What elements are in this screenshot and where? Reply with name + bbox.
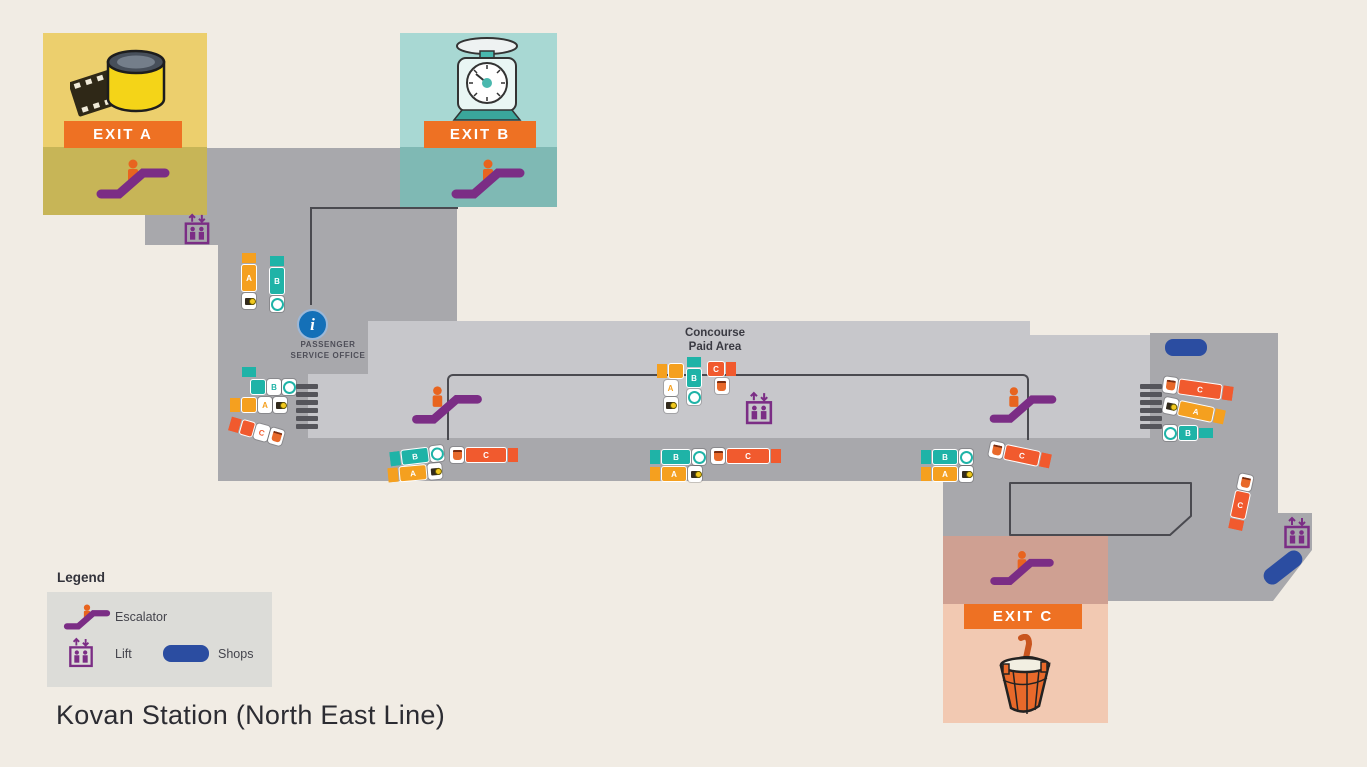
exit-b-escalator-icon — [451, 159, 525, 199]
film-chip-icon — [273, 397, 287, 413]
wayfind-exit-b-up: B — [269, 256, 285, 312]
scale-chip-icon — [270, 296, 284, 312]
arrowhead-up — [242, 367, 256, 377]
film-chip-icon — [688, 466, 702, 482]
film-roll-icon — [70, 49, 166, 117]
information-icon: i — [297, 309, 328, 340]
exit-b-arrow: B — [269, 267, 285, 295]
scale-chip-icon — [1163, 425, 1177, 441]
concourse-void-outline — [447, 374, 1029, 440]
exit-b-arrow — [250, 379, 266, 395]
exit-b-banner: EXIT B — [424, 121, 536, 148]
corridor-wall-line — [310, 207, 458, 305]
legend-escalator-label: Escalator — [115, 610, 168, 624]
exit-a-banner: EXIT A — [64, 121, 182, 148]
scale-chip-icon — [282, 379, 296, 395]
arrowhead-left — [921, 467, 931, 481]
exit-c-arrow: C — [707, 361, 736, 377]
basket-chip-icon — [450, 447, 464, 463]
legend-escalator-icon — [63, 604, 111, 630]
film-chip-icon — [663, 397, 678, 413]
right-exit-b-arrow: B — [1163, 425, 1213, 441]
arrowhead-right — [771, 449, 781, 463]
arrowhead-left — [650, 450, 660, 464]
arrowhead-right — [726, 362, 736, 376]
film-chip-icon — [427, 462, 443, 480]
scale-chip-icon — [959, 449, 973, 465]
arrowhead-left — [389, 451, 401, 467]
lift-icon-concourse — [745, 391, 773, 425]
basket-chip-icon — [1236, 473, 1254, 492]
wayfind-exit-b-center: B — [686, 357, 702, 405]
platform-center-exit-b-arrow: B — [650, 449, 706, 465]
platform-right-exit-b-arrow: B — [921, 449, 973, 465]
platform-right-exit-a-arrow: A — [921, 466, 973, 482]
concourse-label-line1: Concourse — [684, 327, 746, 339]
exit-a-arrow — [241, 397, 257, 413]
pso-label-line2: SERVICE OFFICE — [290, 351, 366, 360]
fare-gates-right — [1140, 384, 1162, 429]
legend-lift-icon — [69, 637, 93, 668]
arrowhead-left — [387, 467, 399, 483]
lift-icon-exit-a — [184, 213, 210, 245]
arrowhead-right — [508, 448, 518, 462]
legend-shops-label: Shops — [218, 647, 254, 661]
escalator-icon-concourse-left — [412, 386, 482, 424]
arrowhead-left — [650, 467, 660, 481]
pso-label-line1: PASSENGER — [300, 340, 356, 349]
exit-a-escalator-block — [43, 147, 207, 215]
basket-chip-icon — [714, 378, 729, 394]
platform-center-exit-a-arrow: A — [650, 466, 702, 482]
platform-center-exit-c-arrow: C — [711, 448, 781, 464]
wayfind-exit-c-center: C — [707, 361, 736, 394]
exit-b-escalator-block — [400, 147, 557, 207]
arrowhead-down — [1199, 428, 1213, 438]
wayfind-exit-a-left: A — [230, 397, 287, 413]
arrowhead-left — [230, 398, 240, 412]
exit-a-escalator-icon — [96, 159, 170, 199]
arrowhead-up — [687, 357, 701, 367]
arrowhead-up — [270, 256, 284, 266]
exit-a-arrow — [657, 363, 684, 379]
arrowhead-up — [242, 253, 256, 263]
lift-icon-exit-c — [1284, 516, 1310, 549]
arrowhead-left — [657, 364, 667, 378]
wayfind-exit-b-left: B — [250, 379, 296, 395]
shop-unit-top — [1165, 339, 1207, 356]
weighing-scale-icon — [452, 37, 522, 121]
arrowhead-right — [1221, 385, 1234, 401]
escalator-icon-concourse-right — [989, 387, 1057, 423]
lower-void-outline — [1009, 482, 1192, 536]
exit-c-banner: EXIT C — [964, 604, 1082, 629]
basket-chip-icon — [1162, 376, 1179, 394]
scale-chip-icon — [428, 444, 445, 463]
film-chip-icon — [242, 293, 256, 309]
wayfind-exit-a-center: A — [657, 363, 684, 413]
wayfind-exit-a-up: A — [241, 253, 257, 309]
exit-a-letter-chip: A — [258, 397, 272, 413]
scale-chip-icon — [687, 389, 701, 405]
legend-heading: Legend — [57, 570, 106, 585]
exit-a-letter-chip: A — [663, 380, 678, 396]
scale-chip-icon — [692, 449, 706, 465]
platform-left-exit-c-arrow: C — [450, 447, 518, 463]
page-title: Kovan Station (North East Line) — [56, 700, 446, 730]
exit-b-letter-chip: B — [267, 379, 281, 395]
exit-c-escalator-icon — [990, 551, 1054, 585]
arrowhead-left — [921, 450, 931, 464]
film-chip-icon — [959, 466, 973, 482]
legend-lift-label: Lift — [115, 647, 132, 661]
legend-shops-swatch — [163, 645, 209, 662]
concourse-label-line2: Paid Area — [688, 341, 742, 353]
basket-chip-icon — [711, 448, 725, 464]
exit-a-arrow: A — [241, 264, 257, 292]
exit-b-arrow: B — [686, 368, 702, 388]
fare-gates-left — [296, 384, 318, 429]
basket-icon — [999, 634, 1051, 714]
